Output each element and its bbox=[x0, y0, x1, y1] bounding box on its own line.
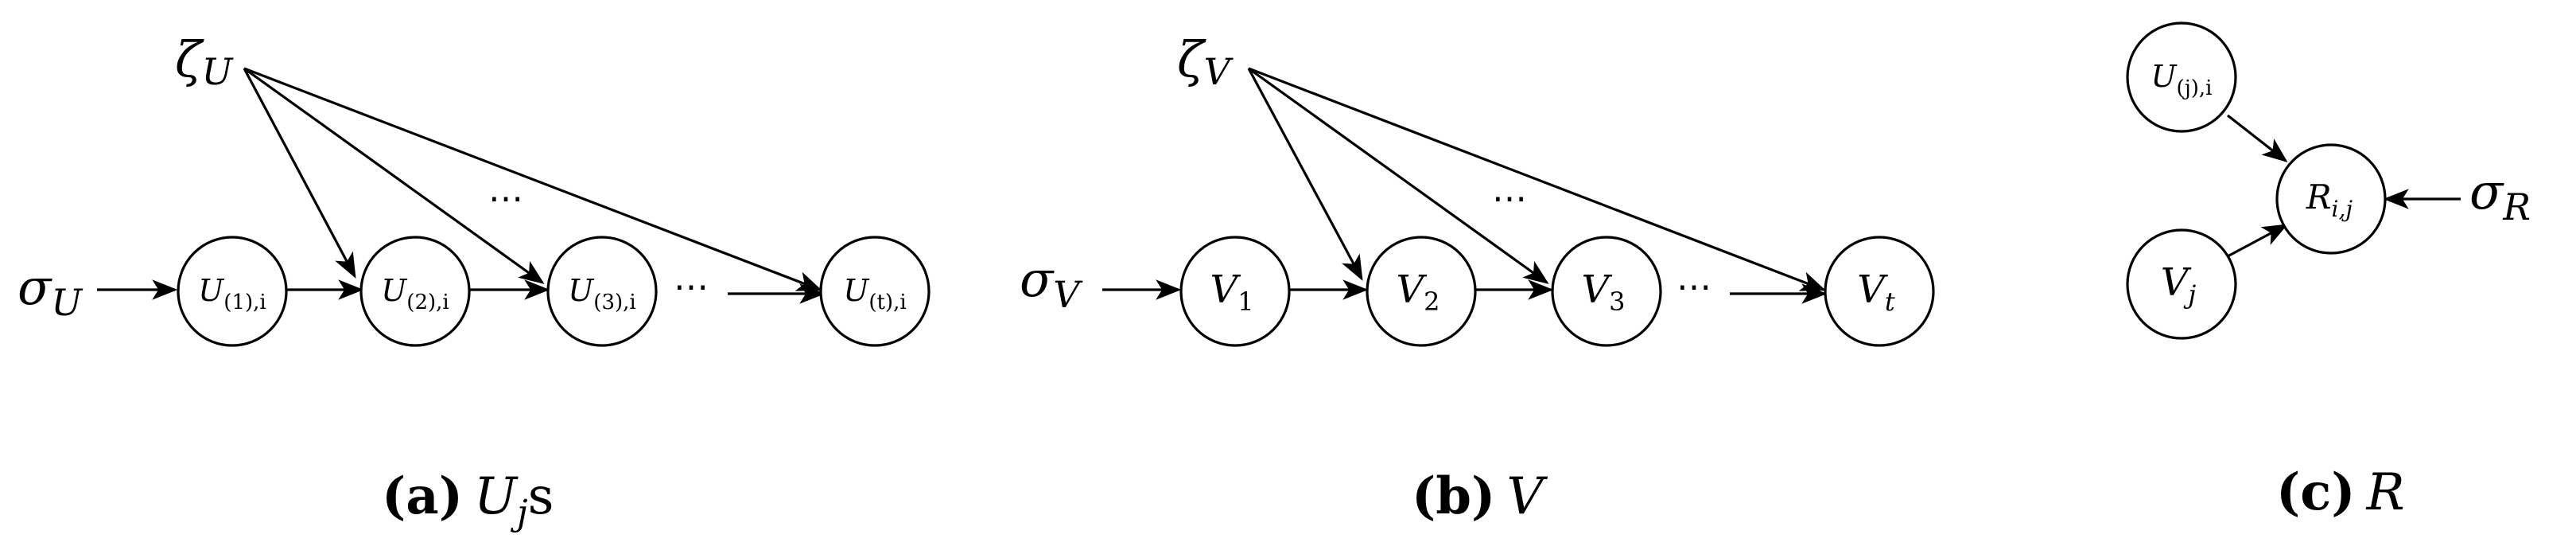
node-vj bbox=[2126, 228, 2237, 340]
caption-c: (c)R bbox=[2276, 462, 2405, 522]
top-ellipsis-b: ⋯ bbox=[1492, 178, 1533, 219]
edge-zeta-u-to-u2 bbox=[243, 68, 356, 279]
node-u3 bbox=[546, 236, 658, 347]
node-rij-label: Ri,j bbox=[2306, 178, 2353, 222]
node-v1-label: V1 bbox=[1210, 267, 1253, 317]
node-v2 bbox=[1366, 236, 1477, 347]
node-v3 bbox=[1551, 236, 1662, 347]
node-vt-label: Vt bbox=[1857, 267, 1895, 317]
node-u2 bbox=[359, 236, 471, 347]
caption-a: (a)Ujs bbox=[382, 466, 554, 533]
node-uji-label: U(j),i bbox=[2151, 59, 2213, 100]
caption-b: (b)V bbox=[1412, 466, 1548, 526]
edge-zeta-v-to-vt bbox=[1248, 67, 1826, 291]
edge-vj-to-rij bbox=[2227, 224, 2288, 258]
top-ellipsis-a: ⋯ bbox=[488, 178, 530, 219]
chain-ellipsis-a: ⋯ bbox=[674, 267, 715, 307]
noise-label-sigma-u: σU bbox=[17, 258, 84, 324]
node-u1-label: U(1),i bbox=[198, 273, 266, 314]
node-rij bbox=[2275, 143, 2387, 255]
node-vj-label: Vj bbox=[2161, 260, 2197, 310]
edge-zeta-u-to-ut bbox=[243, 67, 822, 291]
edge-uji-to-rij bbox=[2227, 114, 2288, 162]
node-ut-label: U(t),i bbox=[843, 273, 906, 314]
chain-ellipsis-b: ⋯ bbox=[1677, 267, 1718, 307]
panel-a: U(1),i U(2),i U(3),i U(t),i ζU σU ⋯ ⋯ (a… bbox=[17, 30, 931, 533]
node-u3-label: U(3),i bbox=[568, 273, 635, 314]
edge-zeta-v-to-v2 bbox=[1247, 68, 1363, 281]
noise-label-sigma-v: σV bbox=[1020, 250, 1083, 316]
node-v1 bbox=[1179, 236, 1291, 347]
panel-c: U(j),i Vj Ri,j σR (c)R bbox=[2126, 21, 2531, 522]
node-v3-label: V3 bbox=[1581, 267, 1625, 317]
edge-zeta-v-to-v3 bbox=[1248, 67, 1549, 284]
noise-label-sigma-r: σR bbox=[2469, 162, 2531, 228]
node-uji bbox=[2126, 21, 2237, 133]
panel-b: V1 V2 V3 Vt ζV σV ⋯ ⋯ (b)V bbox=[1020, 30, 1935, 526]
node-vt bbox=[1824, 236, 1935, 347]
node-u2-label: U(2),i bbox=[381, 273, 449, 314]
node-v2-label: V2 bbox=[1396, 267, 1440, 317]
node-ut bbox=[819, 236, 931, 347]
root-label-zeta-v: ζV bbox=[1177, 30, 1234, 93]
node-u1 bbox=[177, 236, 288, 347]
root-label-zeta-u: ζU bbox=[175, 30, 235, 93]
edge-zeta-u-to-u3 bbox=[243, 67, 545, 284]
